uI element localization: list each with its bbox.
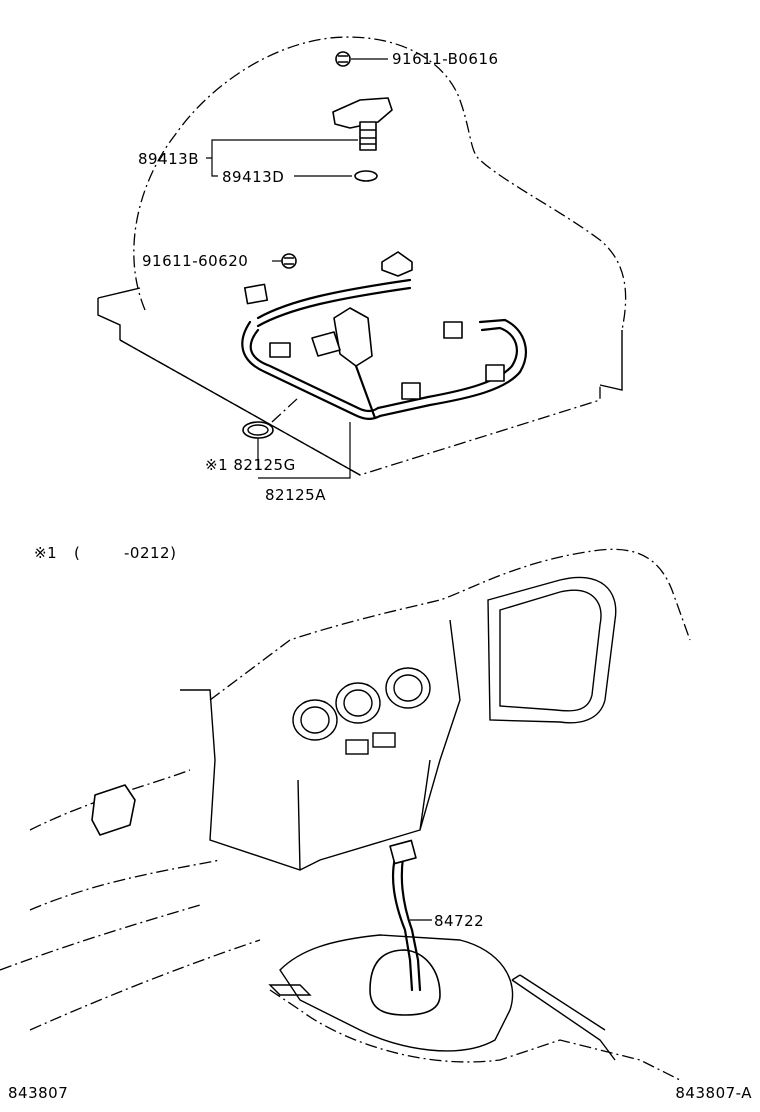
bolt-91611-60620 — [281, 253, 297, 269]
center-console — [180, 619, 461, 871]
handbrake-lever — [511, 974, 616, 1061]
callout-91611-b0616: 91611-B0616 — [392, 50, 499, 68]
o-ring-89413d — [354, 170, 378, 182]
callout-91611-60620: 91611-60620 — [142, 252, 248, 270]
dashboard-outline — [209, 548, 691, 701]
left-trim — [91, 784, 136, 836]
base-plate-edge — [119, 339, 601, 476]
callout-89413d: 89413D — [222, 168, 284, 186]
footnote-range-open: ( — [74, 544, 80, 562]
air-vents — [292, 667, 431, 755]
callout-82125g: ※1 82125G — [205, 456, 296, 474]
footnote-range-value: -0212) — [124, 544, 176, 562]
callout-84722: 84722 — [434, 912, 484, 930]
wire-harness-82125a — [241, 251, 527, 420]
figure-number-left: 843807 — [8, 1084, 68, 1102]
base-plate — [97, 287, 361, 476]
upper-assembly — [97, 36, 627, 479]
shift-boot — [369, 949, 441, 1016]
footnote-mark: ※1 — [34, 544, 57, 562]
figure-number-right: 843807-A — [675, 1084, 752, 1102]
callout-82125a: 82125A — [265, 486, 326, 504]
glovebox — [487, 576, 617, 724]
leader-c6 — [258, 422, 351, 479]
bolt-91611-b0616 — [335, 51, 351, 67]
callout-89413b: 89413B — [138, 150, 199, 168]
leader-c2 — [206, 139, 358, 177]
wire-84722 — [389, 839, 432, 992]
base-plate-right — [599, 330, 623, 391]
engine-outline-balloon — [133, 36, 627, 331]
sensor-89413b — [332, 97, 393, 151]
floor-console — [279, 934, 514, 1052]
lower-assembly — [0, 548, 691, 1081]
